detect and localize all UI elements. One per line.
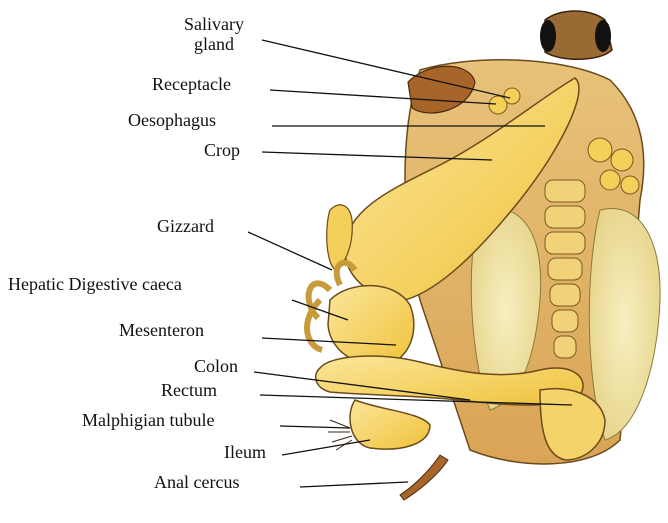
label-rectum: Rectum: [161, 380, 217, 400]
label-crop: Crop: [204, 140, 240, 160]
label-malphigian-tubule: Malphigian tubule: [82, 410, 214, 430]
right-eye: [595, 20, 611, 52]
fat-body-right: [589, 208, 660, 440]
left-eye: [540, 20, 556, 52]
label-gizzard: Gizzard: [157, 216, 214, 236]
label-colon: Colon: [194, 356, 238, 376]
label-salivary-gland: Salivary gland: [166, 14, 262, 54]
label-mesenteron: Mesenteron: [119, 320, 204, 340]
label-hepatic-digestive-caeca: Hepatic Digestive caeca: [8, 274, 182, 294]
label-oesophagus: Oesophagus: [128, 110, 216, 130]
label-anal-cercus: Anal cercus: [154, 472, 239, 492]
label-receptacle: Receptacle: [152, 74, 231, 94]
label-ileum: Ileum: [224, 442, 266, 462]
mesenteron: [328, 286, 414, 366]
anal-cercus: [400, 455, 448, 500]
